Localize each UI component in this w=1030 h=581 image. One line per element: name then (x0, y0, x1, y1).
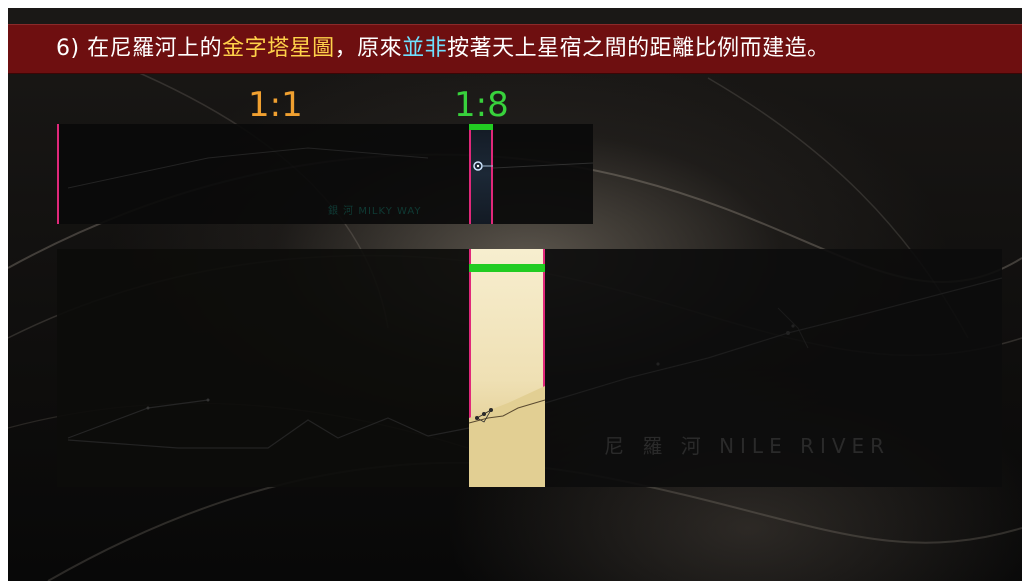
panel-edge-left-top (57, 124, 59, 224)
map-linework (67, 147, 1003, 487)
panel-edge-mid-top-left (469, 124, 471, 224)
pyramid-stars-icon (475, 408, 493, 423)
ratio-label-left: 1:1 (248, 85, 303, 125)
slide: 6) 在尼羅河上的金字塔星圖，原來並非按著天上星宿之間的距離比例而建造。 1:1… (8, 8, 1022, 581)
title-bar: 6) 在尼羅河上的金字塔星圖，原來並非按著天上星宿之間的距離比例而建造。 (8, 24, 1022, 74)
nile-map-panel-right (545, 249, 1002, 487)
nile-map-panel-left (57, 249, 469, 487)
title-highlight-gold: 金字塔星圖 (222, 36, 335, 61)
panel-edge-mid-top-right (491, 124, 493, 224)
nile-river-label: 尼 羅 河 NILE RIVER (604, 434, 891, 458)
title-number: 6) (56, 36, 80, 61)
star-map-strip-top-middle (469, 124, 493, 224)
title-highlight-cyan-1: 並 (402, 36, 425, 61)
panel-edge-mid-bottom-left (469, 249, 471, 487)
star-map-panel-top-right (493, 124, 593, 224)
title-text-before: 在尼羅河上的 (87, 36, 223, 61)
green-marker-top (469, 124, 493, 130)
title-text-middle: ，原來 (334, 36, 403, 61)
panel-edge-mid-bottom-right (543, 249, 545, 487)
milky-way-caption: 銀 河 MILKY WAY (328, 206, 422, 217)
green-marker-bottom (469, 264, 545, 272)
slide-title: 6) 在尼羅河上的金字塔星圖，原來並非按著天上星宿之間的距離比例而建造。 (56, 25, 830, 73)
title-text-after: 按著天上星宿之間的距離比例而建造。 (447, 36, 830, 61)
title-highlight-cyan-2: 非 (424, 36, 448, 61)
star-map-panel-top-left (57, 124, 469, 224)
ratio-label-right: 1:8 (454, 85, 509, 125)
